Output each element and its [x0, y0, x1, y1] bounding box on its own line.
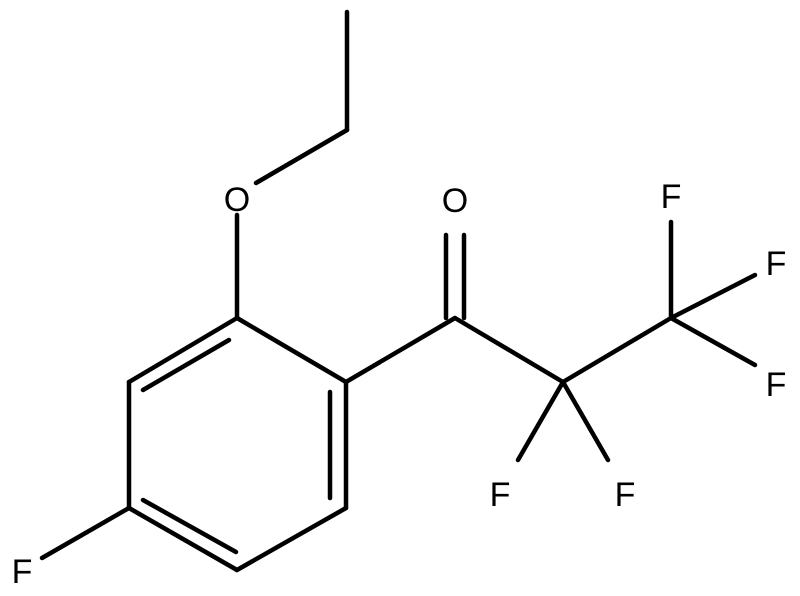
- atom-o-carbonyl: O: [442, 182, 468, 220]
- atom-o-ether: O: [224, 181, 250, 219]
- atom-f-cf3-top: F: [661, 178, 682, 216]
- atom-labels: O O F F F F F F: [12, 178, 787, 591]
- bonds: [39, 9, 758, 573]
- bond-cf2-f-left: [515, 379, 566, 463]
- bond-ring-6: [234, 315, 349, 385]
- atom-f-ring: F: [12, 553, 33, 591]
- atom-f-cf3-right: F: [766, 245, 787, 283]
- atom-f-cf3-lower: F: [766, 366, 787, 404]
- bond-ring-carbonyl: [343, 315, 458, 385]
- bond-cf3-f-lower: [668, 315, 758, 368]
- bond-ring-3: [126, 505, 240, 573]
- bond-ring-1: [126, 315, 240, 385]
- bond-cf2-cf3: [560, 315, 674, 385]
- bond-ring-1-inner: [140, 337, 232, 393]
- bond-cf3-f-right: [668, 272, 758, 321]
- bond-carbonyl-cf2: [452, 315, 566, 385]
- bond-ring-3-inner: [140, 497, 239, 555]
- bond-ring-f: [39, 505, 132, 561]
- bond-ethyl-ch2-o: [253, 127, 350, 186]
- atom-f-cf2-left: F: [490, 476, 511, 514]
- bond-ring-4: [234, 505, 349, 573]
- bond-cf2-f-right: [560, 379, 611, 463]
- atom-f-cf2-right: F: [615, 476, 636, 514]
